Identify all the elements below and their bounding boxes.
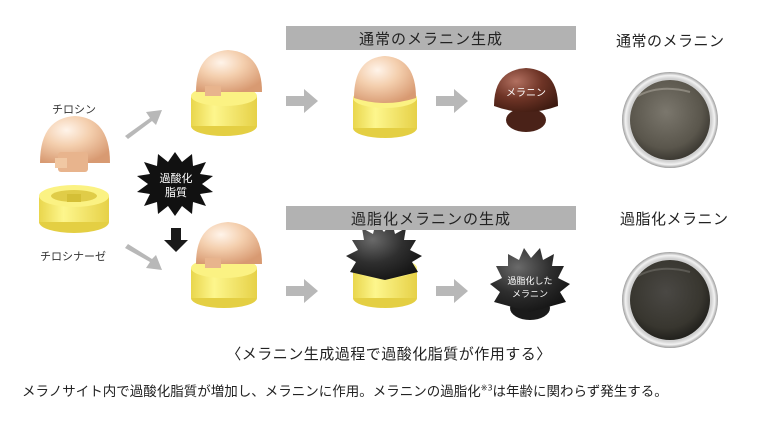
footer-main: メラノサイト内で過酸化脂質が増加し、メラニンに作用。メラニンの過脂化 (22, 384, 481, 400)
lipidized-sample-label: 過脂化メラニン (620, 210, 729, 228)
arrow-top-2 (436, 89, 468, 113)
tyrosinase-base-icon (39, 185, 109, 233)
peroxidized-lipid-burst-icon (137, 152, 213, 216)
band-lipidized: 過脂化メラニンの生成 (286, 206, 576, 230)
normal-sample-label: 通常のメラニン (616, 32, 725, 50)
arrow-to-bottom-row (125, 244, 162, 270)
diagram-caption: 〈メラニン生成過程で過酸化脂質が作用する〉 (226, 345, 552, 363)
arrow-bottom-2 (436, 279, 468, 303)
footer-end: は年齢に関わらず発生する。 (492, 384, 668, 400)
top-enzyme-icon (191, 50, 262, 136)
burst-label-2: 脂質 (165, 185, 187, 199)
footnote-marker: ※3 (480, 383, 493, 393)
arrow-top-1 (286, 89, 318, 113)
arrow-bottom-1 (286, 279, 318, 303)
down-arrow-icon (164, 228, 188, 252)
normal-melanin-precursor-icon (353, 56, 417, 138)
tyrosine-cap-icon (40, 116, 110, 172)
lipidized-precursor-icon (346, 222, 422, 308)
normal-melanin-label: メラニン (506, 87, 546, 99)
normal-melanin-icon (494, 68, 558, 132)
lipidized-melanin-label-2: メラニン (512, 289, 548, 300)
lipidized-melanin-label-1: 過脂化した (507, 275, 552, 287)
normal-melanin-dish-icon (622, 72, 718, 168)
footer-text: メラノサイト内で過酸化脂質が増加し、メラニンに作用。メラニンの過脂化※3は年齢に… (22, 380, 668, 401)
band-normal: 通常のメラニン生成 (286, 26, 576, 50)
tyrosinase-label: チロシナーゼ (40, 250, 106, 263)
burst-label-1: 過酸化 (160, 171, 193, 185)
lipidized-melanin-dish-icon (622, 252, 718, 348)
bottom-enzyme-icon (191, 222, 262, 308)
lipidized-melanin-icon (490, 248, 570, 320)
arrow-to-top-row (125, 110, 162, 139)
tyrosine-label: チロシン (52, 103, 96, 116)
